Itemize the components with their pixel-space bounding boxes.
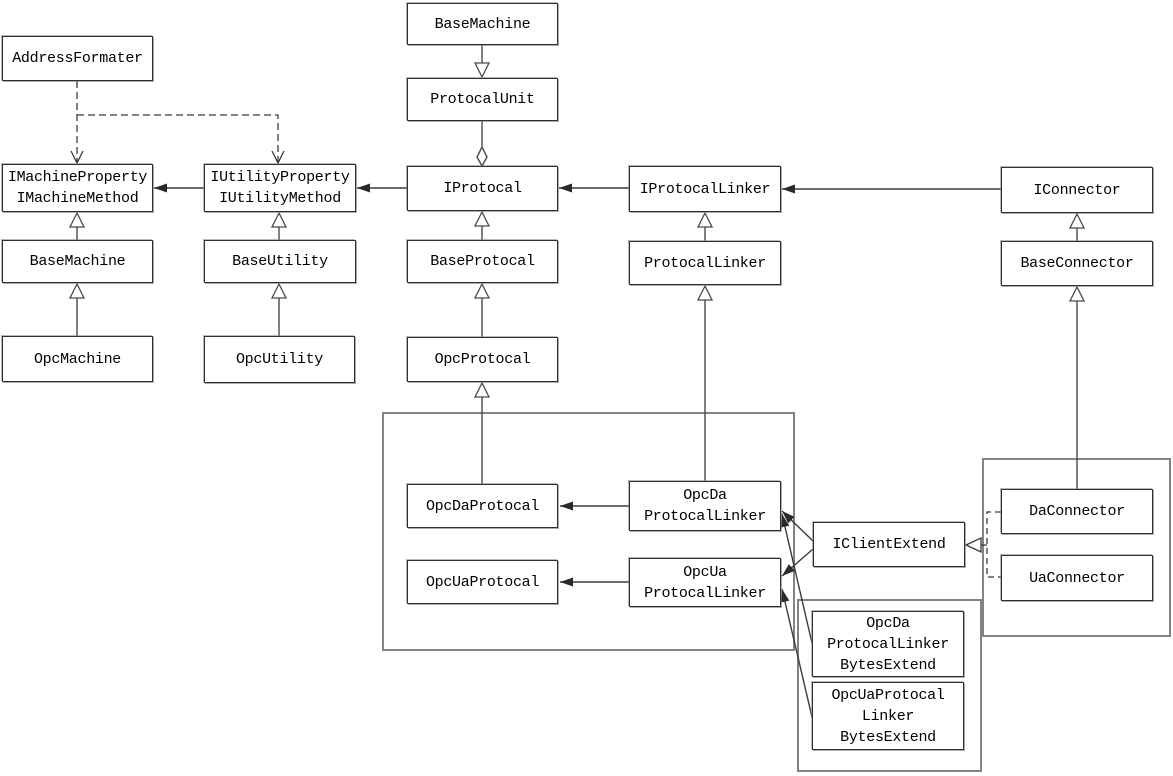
class-box-da-connector: DaConnector — [1001, 489, 1153, 534]
class-box-base-connector: BaseConnector — [1001, 241, 1153, 286]
class-box-base-machine: BaseMachine — [2, 240, 153, 283]
class-box-ua-connector: UaConnector — [1001, 555, 1153, 601]
aggregation-edge — [476, 121, 488, 168]
class-box-opc-machine: OpcMachine — [2, 336, 153, 382]
class-box-imachine-property: IMachineProperty IMachineMethod — [2, 164, 153, 212]
class-box-address-formater: AddressFormater — [2, 36, 153, 81]
class-box-opc-da-protocal-linker-bytes-extend: OpcDa ProtocalLinker BytesExtend — [812, 611, 964, 677]
class-box-iutility-property: IUtilityProperty IUtilityMethod — [204, 164, 356, 212]
group-connector-package — [982, 458, 1171, 637]
class-box-opc-ua-protocal-linker-bytes-extend: OpcUaProtocal Linker BytesExtend — [812, 682, 964, 750]
class-box-opc-protocal: OpcProtocal — [407, 337, 558, 382]
dependency-edges — [76, 81, 279, 162]
class-box-iclient-extend: IClientExtend — [813, 522, 965, 567]
class-box-base-protocal: BaseProtocal — [407, 240, 558, 283]
class-box-iprotocal-linker: IProtocalLinker — [629, 166, 781, 212]
group-opc-protocol-package — [382, 412, 795, 651]
class-box-protocal-unit: ProtocalUnit — [407, 78, 558, 121]
dependency-open-arrows — [70, 150, 285, 165]
class-box-opc-da-protocal-linker: OpcDa ProtocalLinker — [629, 481, 781, 531]
class-box-base-utility: BaseUtility — [204, 240, 356, 283]
class-box-iconnector: IConnector — [1001, 167, 1153, 213]
class-box-opc-ua-protocal: OpcUaProtocal — [407, 560, 558, 604]
class-box-opc-da-protocal: OpcDaProtocal — [407, 484, 558, 528]
class-box-opc-utility: OpcUtility — [204, 336, 355, 383]
class-box-opc-ua-protocal-linker: OpcUa ProtocalLinker — [629, 558, 781, 607]
class-box-protocal-linker: ProtocalLinker — [629, 241, 781, 285]
class-box-iprotocal: IProtocal — [407, 166, 558, 211]
class-box-base-machine-top: BaseMachine — [407, 3, 558, 45]
realization-open-triangle — [964, 536, 982, 554]
